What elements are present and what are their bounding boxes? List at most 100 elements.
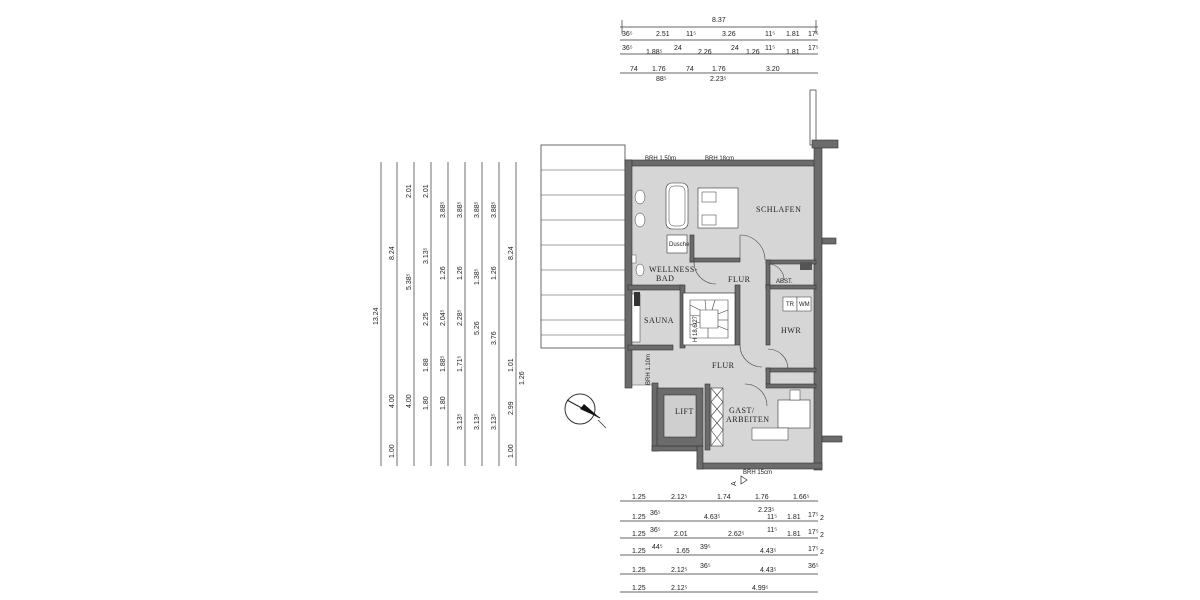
top-dim-r1-1: 2.51 [656, 31, 670, 38]
annotations: BRH 1.50m BRH 18cm BRH 15cm BRH 1.10m H … [645, 156, 772, 486]
top-dim-r1-5: 1.81 [786, 31, 800, 38]
left-dim-c4-5: 2.25 [423, 312, 430, 326]
section-marker: A [731, 481, 738, 486]
left-dim-c7-4: 5.26 [474, 321, 481, 335]
room-label-wm: WM [799, 302, 810, 308]
left-dim-c5-5: 2.04⁵ [440, 309, 447, 326]
bottom-dim-r2-3: 2.23⁵ [758, 507, 775, 514]
left-dim-c8-4: 3.76 [491, 331, 498, 345]
brh-bottom: BRH 15cm [743, 470, 772, 476]
bottom-dim-r1-3: 1.76 [755, 494, 769, 501]
top-dim-r2-4: 24 [731, 45, 739, 52]
left-dim-c8-6: 3.13⁵ [491, 413, 498, 430]
left-dim-c6-5: 2.28⁵ [457, 309, 464, 326]
top-dim-r3-2: 74 [686, 66, 694, 73]
left-dim-c4-3: 3.13⁵ [423, 247, 430, 264]
top-dim-r3-sub-1: 2.23⁵ [710, 76, 727, 83]
left-dim-c5-9: 1.80 [440, 396, 447, 410]
left-dim-c4-9: 1.80 [423, 396, 430, 410]
left-dimension-chains: 13.24 8.24 4.00 1.00 2.01 5.38⁵ 4.00 2.0… [373, 162, 526, 466]
left-dim-c8-1: 3.88⁵ [491, 201, 498, 218]
bottom-dim-r5-1: 2.12⁵ [671, 567, 688, 574]
left-dim-c5-1: 3.88⁵ [440, 201, 447, 218]
left-dim-c4-1: 2.01 [423, 184, 430, 198]
top-dim-total: 8.37 [712, 17, 726, 24]
bottom-dim-r3-7: 2 [820, 532, 824, 539]
room-labels: SCHLAFEN WELLNESS- BAD FLUR SAUNA HWR FL… [644, 205, 810, 424]
building [624, 89, 843, 471]
left-dim-c9-0: 8.24 [508, 246, 515, 260]
bottom-dim-r6-2: 4.99⁵ [752, 585, 769, 592]
bottom-dim-r4-2: 1.65 [676, 548, 690, 555]
bottom-dim-r4-0: 1.25 [632, 548, 646, 555]
top-dim-r2-2: 24 [674, 45, 682, 52]
bottom-dim-r3-4: 11⁵ [767, 527, 777, 534]
bottom-dim-r4-5: 17⁵ [808, 546, 819, 553]
bottom-dim-r4-1: 44⁵ [652, 544, 663, 551]
bottom-dim-r3-2: 2.01 [674, 531, 688, 538]
top-dim-r1-2: 11⁵ [686, 31, 696, 38]
top-dim-r2-5: 1.26 [746, 49, 760, 56]
left-dim-c3-3: 5.38⁵ [406, 273, 413, 290]
top-dimension-chains: 8.37 36⁵ 2.51 11⁵ 3.26 11⁵ 1.81 17⁵ 36⁵ … [620, 17, 819, 83]
left-dim-c7-6: 3.13⁵ [474, 413, 481, 430]
brh-side: BRH 1.10m [646, 354, 652, 385]
room-label-flur-bottom: FLUR [712, 361, 735, 370]
left-dim-c4-7: 1.88 [423, 358, 430, 372]
top-dim-r2-1: 1.88⁵ [646, 49, 663, 56]
room-label-dusche: Dusche [669, 242, 690, 248]
room-label-gast-2: ARBEITEN [726, 415, 770, 424]
top-dim-r2-6: 11⁵ [765, 45, 775, 52]
top-dim-r3-0: 74 [630, 66, 638, 73]
bottom-dim-r1-0: 1.25 [632, 494, 646, 501]
bottom-dim-r3-6: 17⁵ [808, 529, 819, 536]
bottom-dim-r2-7: 2 [820, 515, 824, 522]
left-dim-c9-2: 1.26 [519, 371, 526, 385]
bottom-dim-r4-3: 39⁵ [700, 544, 711, 551]
room-label-wellness-2: BAD [656, 274, 674, 283]
left-dim-c5-7: 1.88⁵ [440, 355, 447, 372]
stair-note: H 18,6/27 [693, 315, 699, 342]
bottom-dim-r2-4: 11⁵ [767, 514, 777, 521]
brh-top-left: BRH 1.50m [645, 156, 676, 162]
top-dim-r1-6: 17⁵ [808, 31, 819, 38]
room-label-abst: ABST. [776, 279, 793, 285]
bottom-dim-r2-5: 1.81 [787, 514, 801, 521]
bottom-dim-r1-2: 1.74 [717, 494, 731, 501]
terrace [540, 144, 626, 349]
left-dim-c2-3: 1.00 [389, 444, 396, 458]
left-dim-c8-3: 1.26 [491, 266, 498, 280]
left-dim-c9-4: 1.00 [508, 444, 515, 458]
bottom-dim-r3-5: 1.81 [787, 531, 801, 538]
brh-top-right: BRH 18cm [705, 156, 734, 162]
left-dim-c6-7: 1.71⁵ [457, 355, 464, 372]
left-dim-c6-3: 1.26 [457, 266, 464, 280]
left-dim-c3-5: 4.00 [406, 394, 413, 408]
top-dim-r2-8: 17⁵ [808, 45, 819, 52]
left-dim-c3-1: 2.01 [406, 184, 413, 198]
bottom-dim-r5-4: 36⁵ [808, 563, 819, 570]
bottom-dim-r3-0: 1.25 [632, 531, 646, 538]
left-dim-c9-1: 1.01 [508, 358, 515, 372]
bottom-dim-r6-0: 1.25 [632, 585, 646, 592]
top-dim-r1-0: 36⁵ [622, 31, 633, 38]
section-arrow-icon [740, 475, 748, 485]
bottom-dim-r2-2: 4.63⁵ [704, 514, 721, 521]
top-dim-r1-4: 11⁵ [765, 31, 775, 38]
room-label-gast-1: GAST/ [729, 406, 755, 415]
top-dim-r3-3: 1.76 [712, 66, 726, 73]
top-dim-r3-sub-0: 88⁵ [656, 76, 667, 83]
bottom-dimension-chains: 1.25 2.12⁵ 1.74 1.76 1.66⁵ 1.25 36⁵ 4.63… [620, 494, 824, 593]
bottom-dim-r5-3: 4.43⁵ [760, 567, 777, 574]
room-label-tr: TR [786, 302, 795, 308]
left-dim-c9-3: 2.99 [508, 401, 515, 415]
bottom-dim-r4-4: 4.43⁵ [760, 548, 777, 555]
left-dim-c2-1: 8.24 [389, 246, 396, 260]
top-dim-r2-7: 1.81 [786, 49, 800, 56]
bottom-dim-r5-0: 1.25 [632, 567, 646, 574]
left-dim-c6-1: 3.88⁵ [457, 201, 464, 218]
bottom-dim-r2-0: 1.25 [632, 514, 646, 521]
bottom-dim-r6-1: 2.12⁵ [671, 585, 688, 592]
bottom-dim-r3-1: 36⁵ [650, 527, 661, 534]
room-label-lift: LIFT [675, 407, 694, 416]
